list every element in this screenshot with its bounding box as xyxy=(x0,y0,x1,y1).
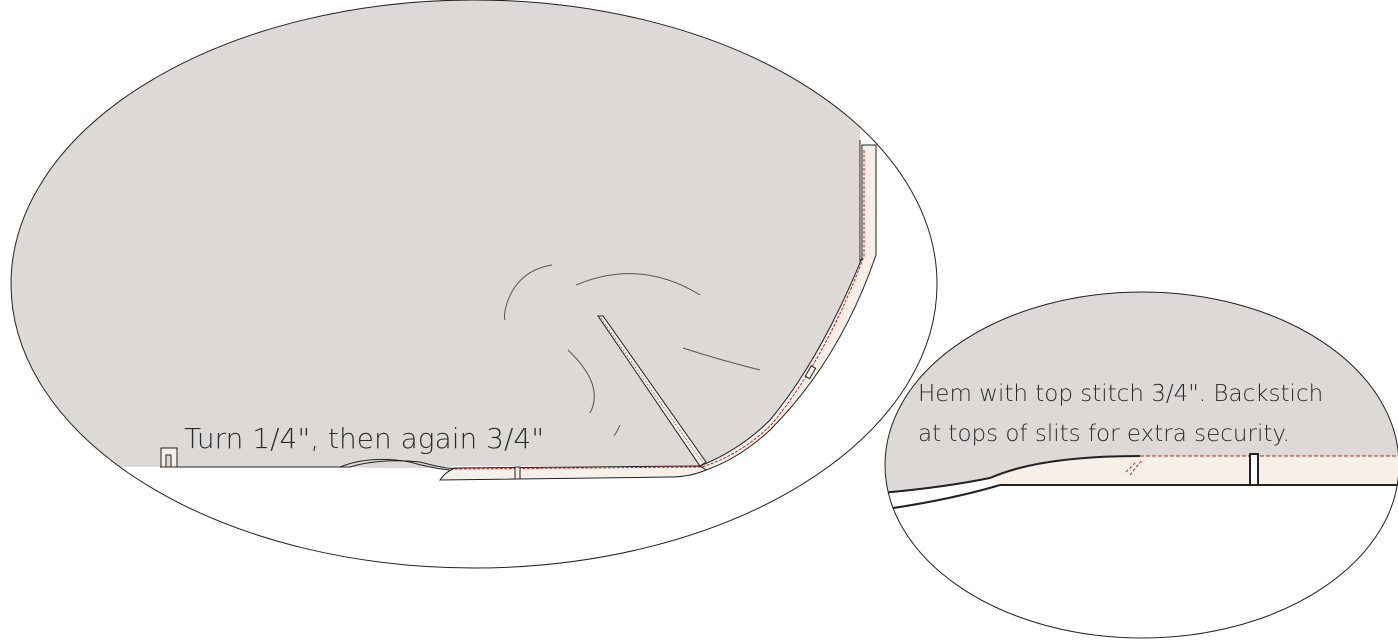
hem-slit-right xyxy=(804,365,817,380)
main-view: Turn 1/4", then again 3/4" xyxy=(10,0,938,569)
hem-slit-bottom xyxy=(514,466,521,480)
detail-fold-curve xyxy=(885,455,1141,494)
detail-view-border xyxy=(884,291,1398,639)
fold-curve-3 xyxy=(567,349,595,414)
detail-fold-curve-lower xyxy=(885,484,1001,511)
main-view-border xyxy=(10,0,938,569)
main-instruction-label: Turn 1/4", then again 3/4" xyxy=(184,422,544,455)
fabric-bottom-edge xyxy=(160,460,456,469)
detail-fabric xyxy=(885,292,1398,493)
detail-backstitch-mark xyxy=(1125,459,1143,476)
detail-instruction-line-2: at tops of slits for extra security. xyxy=(918,421,1290,447)
fold-curve-2 xyxy=(575,273,701,296)
diagonal-slit-stitch xyxy=(600,317,703,463)
fold-curve-1 xyxy=(503,264,553,321)
detail-hem-band xyxy=(990,456,1398,485)
detail-view: Hem with top stitch 3/4". Backstich at t… xyxy=(884,291,1398,639)
hem-band-bottom xyxy=(439,465,708,481)
fabric-panel xyxy=(11,0,860,469)
fold-curve-4 xyxy=(682,347,761,371)
stitch-line xyxy=(454,150,865,470)
left-notch-inner xyxy=(165,454,172,468)
fold-curve-5 xyxy=(613,424,621,437)
fabric-fold-wave xyxy=(339,458,451,471)
detail-slit xyxy=(1249,453,1259,486)
detail-instruction-line-1: Hem with top stitch 3/4". Backstich xyxy=(918,381,1323,407)
